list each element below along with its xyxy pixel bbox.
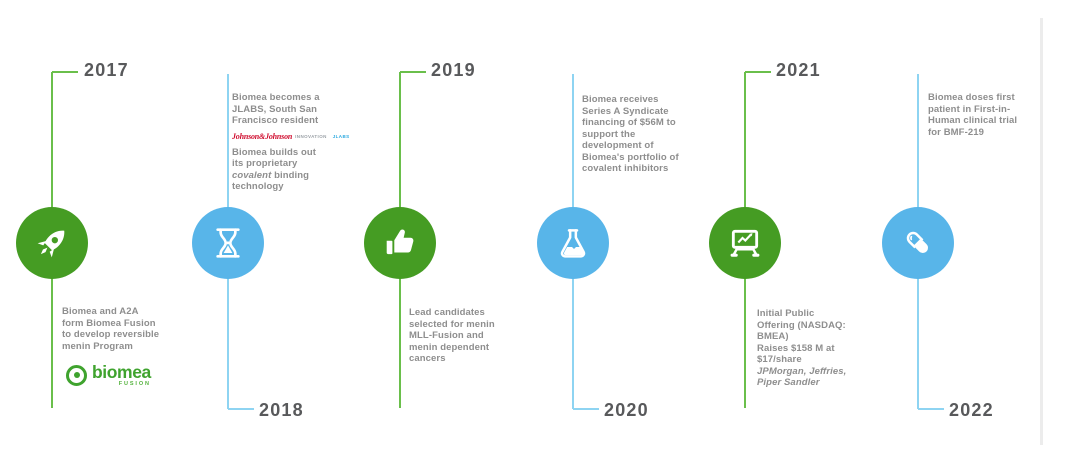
text-2021-underwriters: JPMorgan, Jeffries, Piper Sandler [757, 365, 847, 389]
milestone-text-2018: Biomea becomes a JLABS, South San Franci… [232, 92, 349, 193]
year-connector-2020 [573, 408, 599, 410]
jnj-innovation-label: INNOVATION [295, 133, 327, 139]
milestone-circle-2020 [537, 207, 609, 279]
jnj-jlabs-label: JLABS [332, 133, 350, 139]
milestone-text-2021: Initial Public Offering (NASDAQ: BMEA) R… [757, 308, 871, 389]
year-label-2020: 2020 [604, 400, 649, 420]
pill-icon [906, 231, 928, 253]
page-edge-line [1040, 18, 1043, 445]
year-connector-2018 [228, 408, 254, 410]
year-label-2021: 2021 [776, 60, 821, 80]
year-connector-2017 [52, 71, 78, 73]
text-2018-p2-post: binding technology [232, 169, 310, 193]
jnj-script-wordmark: Johnson&Johnson [232, 131, 293, 141]
biomea-logo-text: biomea FUSION [92, 362, 151, 387]
milestone-circle-2021 [709, 207, 781, 279]
text-2018-p2-pre: Biomea builds out its proprietary [232, 146, 317, 170]
milestone-text-2017: Biomea and A2A form Biomea Fusion to dev… [62, 306, 160, 352]
year-label-2022: 2022 [949, 400, 994, 420]
milestone-circle-2022 [882, 207, 954, 279]
milestone-circle-2017 [16, 207, 88, 279]
flask-icon [560, 229, 586, 258]
biomea-logo-mark-icon [66, 365, 87, 386]
hourglass-icon [216, 228, 240, 258]
text-2021-main: Initial Public Offering (NASDAQ: BMEA) R… [757, 308, 846, 365]
year-label-2019: 2019 [431, 60, 476, 80]
year-connector-2019 [400, 71, 426, 73]
milestone-text-2020: Biomea receives Series A Syndicate finan… [582, 94, 679, 174]
biomea-fusion-logo: biomea FUSION [66, 362, 151, 387]
milestone-text-2019: Lead candidates selected for menin MLL-F… [409, 307, 495, 364]
year-connector-2021 [745, 71, 771, 73]
year-label-2018: 2018 [259, 400, 304, 420]
thumbs-up-icon [386, 229, 414, 255]
milestone-text-2022: Biomea doses first patient in First-in- … [928, 92, 1018, 138]
biomea-wordmark: biomea [92, 362, 151, 382]
milestone-text-2018-p1: Biomea becomes a JLABS, South San Franci… [232, 92, 320, 126]
jnj-innovation-jlabs-logo: Johnson&Johnson INNOVATION JLABS [232, 131, 349, 141]
milestone-circle-2019 [364, 207, 436, 279]
year-label-2017: 2017 [84, 60, 129, 80]
year-connector-2022 [918, 408, 944, 410]
milestone-circle-2018 [192, 207, 264, 279]
rocket-icon [37, 230, 65, 258]
biomea-fusion-sub: FUSION [118, 380, 151, 387]
presentation-chart-icon [730, 229, 760, 257]
text-2018-p2-italic: covalent [232, 169, 272, 181]
milestone-text-2018-p2: Biomea builds out its proprietary covale… [232, 147, 346, 193]
